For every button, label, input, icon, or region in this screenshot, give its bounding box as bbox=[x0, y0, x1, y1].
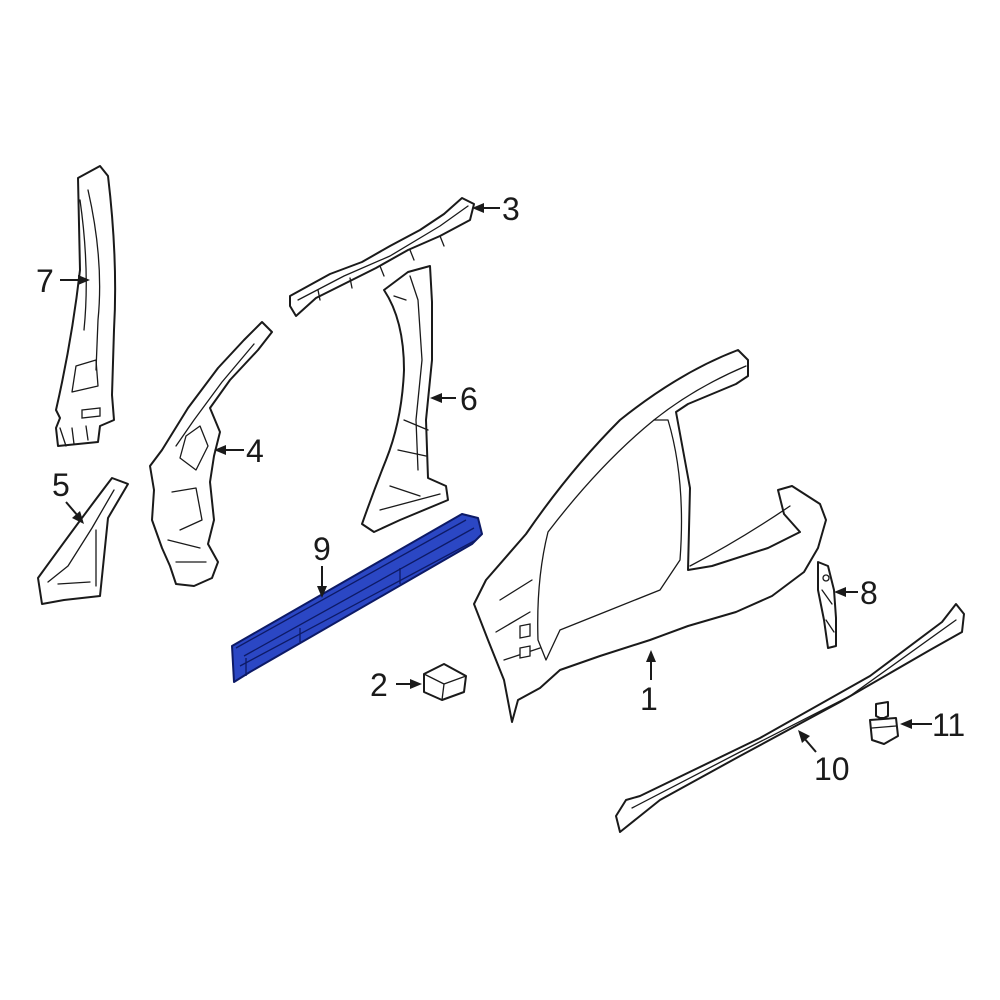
callout-9: 9 bbox=[313, 531, 331, 567]
part-7-pillar[interactable] bbox=[55, 165, 117, 447]
callout-labels: 1 2 3 4 5 6 7 8 9 10 11 bbox=[36, 191, 965, 787]
callout-10: 10 bbox=[814, 751, 850, 787]
callout-2: 2 bbox=[370, 667, 388, 703]
part-8-bracket[interactable] bbox=[817, 561, 837, 649]
leader-lines bbox=[60, 203, 932, 753]
callout-5: 5 bbox=[52, 467, 70, 503]
part-11-clip[interactable] bbox=[869, 701, 899, 745]
part-2-bracket[interactable] bbox=[423, 663, 467, 701]
part-3-roof-rail[interactable] bbox=[289, 197, 475, 317]
callout-8: 8 bbox=[860, 575, 878, 611]
part-1-body-side[interactable] bbox=[473, 349, 827, 723]
part-5-bracket[interactable] bbox=[37, 477, 129, 605]
part-10-rocker-moulding[interactable] bbox=[615, 603, 965, 833]
part-4-reinforcement[interactable] bbox=[149, 321, 273, 587]
callout-6: 6 bbox=[460, 381, 478, 417]
callout-4: 4 bbox=[246, 433, 264, 469]
callout-1: 1 bbox=[640, 681, 658, 717]
callout-11: 11 bbox=[932, 707, 965, 743]
callout-7: 7 bbox=[36, 263, 54, 299]
part-9-rocker-reinforcement[interactable] bbox=[231, 513, 483, 683]
part-6-b-pillar[interactable] bbox=[361, 265, 449, 533]
callout-3: 3 bbox=[502, 191, 520, 227]
